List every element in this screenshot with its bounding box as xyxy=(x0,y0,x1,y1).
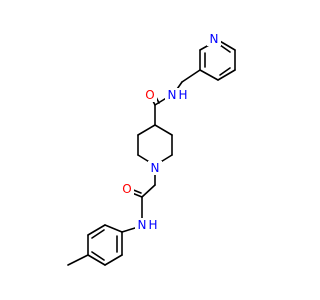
bond xyxy=(104,254,123,266)
atom-O-1: O xyxy=(143,88,157,102)
bond xyxy=(181,69,201,83)
atom-N-amide-1: N H xyxy=(165,88,189,102)
bond xyxy=(154,124,173,136)
molecule-structure: N N H O N O N H xyxy=(67,32,236,266)
atom-label: H xyxy=(178,88,187,102)
bond xyxy=(91,251,105,261)
atom-N-pyridine: N xyxy=(207,32,221,46)
bond xyxy=(137,124,156,136)
atom-label: N xyxy=(210,32,219,46)
bond xyxy=(121,227,136,233)
bond xyxy=(67,254,89,266)
atom-N-amide-2: N H xyxy=(135,218,159,232)
bond xyxy=(219,44,231,53)
bond xyxy=(217,69,236,81)
atom-N-piperidine: N xyxy=(148,161,162,175)
atom-label: O xyxy=(122,182,131,196)
atom-label: H xyxy=(148,218,157,232)
atom-label: N xyxy=(151,161,160,175)
atom-O-2: O xyxy=(120,182,134,196)
atom-label-layer: N N H O N O N H xyxy=(120,32,221,232)
atom-label: N xyxy=(168,88,177,102)
bond xyxy=(219,67,231,76)
atom-label: N xyxy=(138,218,147,232)
bond xyxy=(104,224,123,233)
bond xyxy=(87,254,106,266)
bond xyxy=(141,184,156,198)
bond xyxy=(199,69,219,81)
bond xyxy=(91,229,105,239)
atom-label: O xyxy=(145,88,154,102)
bond xyxy=(87,224,106,236)
